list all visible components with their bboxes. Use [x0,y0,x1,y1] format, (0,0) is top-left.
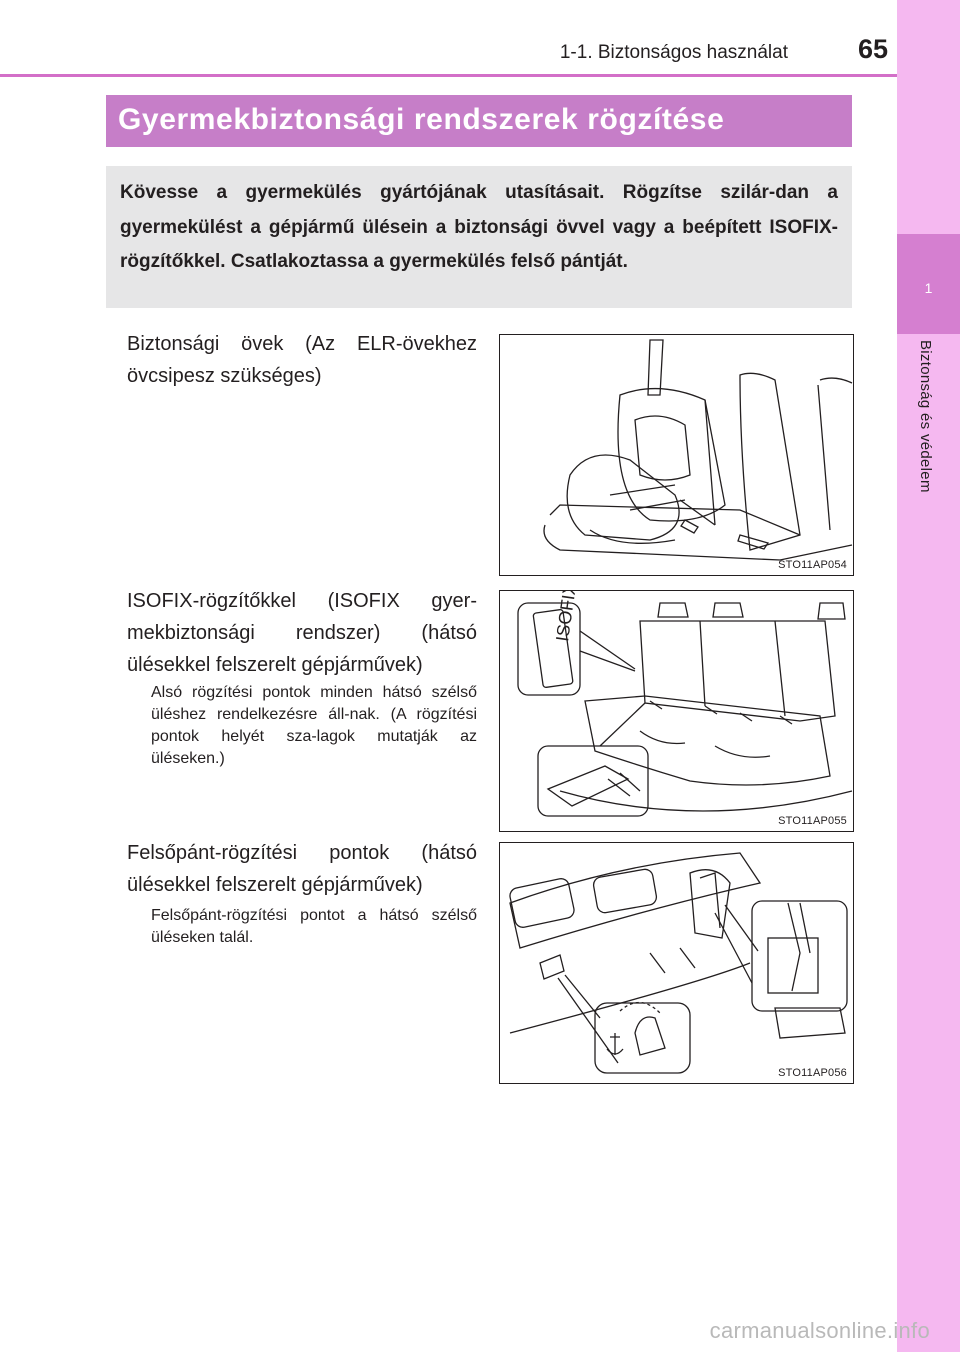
page-title: Gyermekbiztonsági rendszerek rögzítése [118,103,725,136]
item-subtext-isofix: Alsó rögzítési pontok minden hátsó széls… [151,684,477,767]
figure-seat-belt-child-seat: STO11AP054 [499,334,854,576]
title-banner: Gyermekbiztonsági rendszerek rögzítése [106,95,852,147]
chapter-number: 1 [924,280,933,296]
intro-text: Kövesse a gyermekülés gyártójának utasít… [120,182,838,272]
item-heading-isofix: ISOFIX-rögzítőkkel (ISOFIX gyer-mekbizto… [127,590,477,676]
figure-code: STO11AP056 [778,1067,847,1079]
header-rule [0,74,900,77]
item-heading-seat-belts: Biztonsági övek (Az ELR-övekhez övcsipes… [127,333,477,387]
item-subtext-top-tether: Felsőpánt-rögzítési pontot a hátsó széls… [151,907,477,946]
section-title: 1-1. Biztonságos használat [559,42,788,63]
item-heading-top-tether: Felsőpánt-rögzítési pontok (hátsó ülések… [127,842,477,896]
figure-code: STO11AP054 [778,559,847,571]
figure-top-tether-anchors: STO11AP056 [499,842,854,1084]
chapter-tab[interactable]: 1 [897,234,960,334]
isofix-label: ISOFIX [552,591,580,643]
figure-code: STO11AP055 [778,815,847,827]
figure-isofix-anchors: ISOFIX STO11AP055 [499,590,854,832]
watermark: carmanualsonline.info [709,1318,930,1343]
page-number: 65 [857,34,888,64]
top-tether-illustration [509,852,848,1074]
isofix-seat-illustration: ISOFIX [517,591,853,817]
chapter-strip [897,0,960,1352]
intro-box: Kövesse a gyermekülés gyártójának utasít… [106,166,852,308]
child-seat-illustration [543,339,853,561]
chapter-label: Biztonság és védelem [917,340,934,493]
